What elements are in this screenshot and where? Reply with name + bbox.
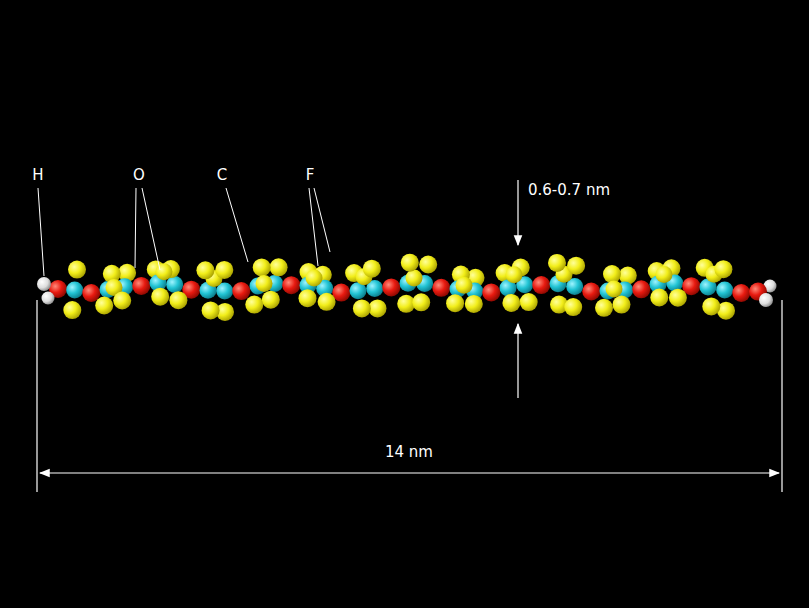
atom-sphere bbox=[412, 293, 430, 311]
atom-sphere bbox=[369, 299, 387, 317]
atom-sphere bbox=[619, 267, 637, 285]
atom-sphere bbox=[232, 282, 250, 300]
atom-sphere bbox=[132, 277, 150, 295]
atom-sphere bbox=[262, 291, 280, 309]
atom-sphere bbox=[446, 294, 464, 312]
atom-sphere bbox=[582, 283, 600, 301]
atom-sphere bbox=[95, 297, 113, 315]
element-label: C bbox=[217, 168, 227, 183]
atom-sphere bbox=[650, 289, 668, 307]
atom-sphere bbox=[299, 289, 317, 307]
atom-sphere bbox=[245, 296, 263, 314]
atom-sphere bbox=[113, 292, 131, 310]
atom-sphere bbox=[465, 295, 483, 313]
atom-sphere bbox=[548, 254, 566, 272]
atom-sphere bbox=[63, 301, 81, 319]
atom-sphere bbox=[669, 289, 687, 307]
leader-lines bbox=[38, 188, 330, 276]
atom-sphere bbox=[282, 276, 300, 294]
atom-sphere bbox=[253, 258, 271, 276]
atom-sphere bbox=[68, 261, 86, 279]
atom-sphere bbox=[456, 277, 473, 294]
atom-sphere bbox=[318, 293, 336, 311]
atom-sphere bbox=[42, 292, 55, 305]
atom-sphere bbox=[567, 257, 585, 275]
atom-sphere bbox=[606, 281, 623, 298]
atom-sphere bbox=[419, 256, 437, 274]
atom-sphere bbox=[66, 281, 83, 298]
atom-sphere bbox=[401, 254, 419, 272]
atom-sphere bbox=[363, 260, 381, 278]
dimension-label: 0.6-0.7 nm bbox=[528, 183, 610, 198]
atom-sphere bbox=[532, 276, 550, 294]
atom-sphere bbox=[256, 275, 273, 292]
atom-sphere bbox=[595, 299, 613, 317]
atom-sphere bbox=[406, 269, 423, 286]
element-label: O bbox=[133, 168, 145, 183]
dimension-lines bbox=[37, 180, 782, 492]
atom-sphere bbox=[520, 293, 538, 311]
atom-sphere bbox=[156, 263, 173, 280]
dimension-label: 14 nm bbox=[382, 445, 436, 460]
atom-sphere bbox=[202, 301, 220, 319]
atom-sphere bbox=[215, 261, 233, 279]
atom-sphere bbox=[656, 266, 673, 283]
atom-sphere bbox=[306, 269, 323, 286]
pfpe-chain bbox=[37, 254, 777, 321]
atom-sphere bbox=[432, 279, 450, 297]
atom-sphere bbox=[82, 284, 100, 302]
atom-sphere bbox=[151, 288, 169, 306]
atom-sphere bbox=[506, 266, 523, 283]
atom-sphere bbox=[564, 298, 582, 316]
atom-sphere bbox=[732, 284, 750, 302]
atom-sphere bbox=[716, 281, 733, 298]
atom-sphere bbox=[702, 297, 720, 315]
atom-sphere bbox=[169, 291, 187, 309]
element-label: F bbox=[306, 168, 315, 183]
atom-sphere bbox=[270, 258, 288, 276]
atom-sphere bbox=[353, 299, 371, 317]
atom-sphere bbox=[714, 260, 732, 278]
atom-sphere bbox=[632, 280, 650, 298]
element-label: H bbox=[32, 168, 43, 183]
atom-sphere bbox=[382, 278, 400, 296]
atom-sphere bbox=[759, 293, 773, 307]
atom-sphere bbox=[196, 261, 214, 279]
atom-sphere bbox=[603, 265, 621, 283]
atom-sphere bbox=[482, 283, 500, 301]
atom-sphere bbox=[502, 294, 520, 312]
atom-sphere bbox=[613, 296, 631, 314]
atom-sphere bbox=[37, 277, 51, 291]
